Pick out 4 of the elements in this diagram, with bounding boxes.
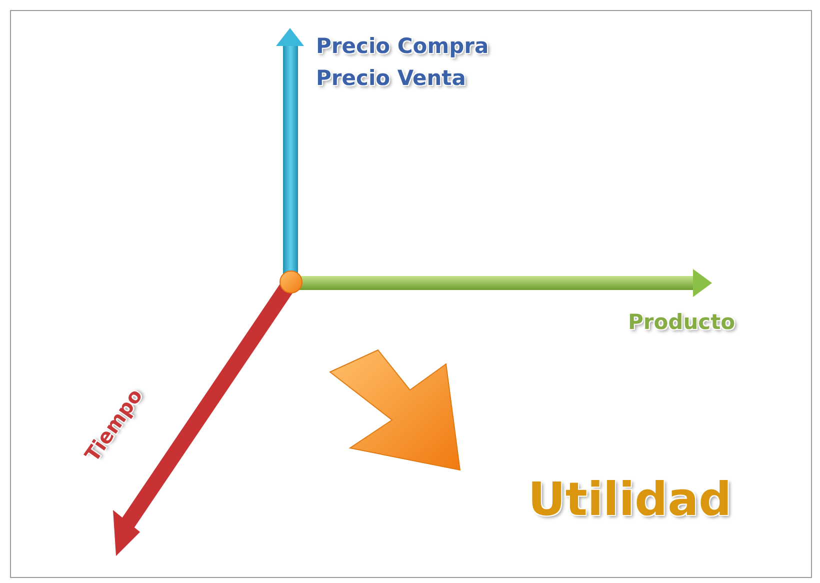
axis-label: Utilidad <box>528 476 732 522</box>
axis-label: Precio Compra <box>316 36 489 57</box>
axis-label: Producto <box>628 312 736 333</box>
axis-label: Precio Venta <box>316 68 466 89</box>
